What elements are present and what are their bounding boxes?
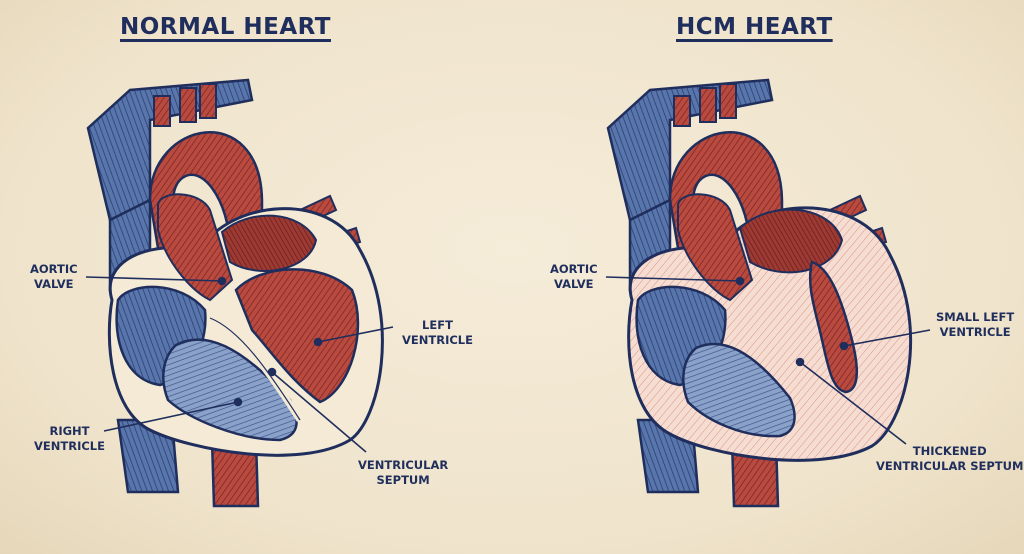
label-thickened-septum-hcm: THICKENED VENTRICULAR SEPTUM	[876, 444, 1023, 474]
hcm-right-ventricle	[682, 342, 796, 438]
label-right-ventricle-normal: RIGHT VENTRICLE	[34, 424, 105, 454]
label-line: AORTIC	[30, 262, 78, 276]
label-small-left-ventricle-hcm: SMALL LEFT VENTRICLE	[936, 310, 1014, 340]
label-line: VENTRICULAR SEPTUM	[876, 459, 1024, 473]
normal-leader-lines	[85, 276, 394, 453]
normal-heart-title: NORMAL HEART	[120, 14, 331, 40]
label-line: VALVE	[554, 277, 594, 291]
hcm-heart-title: HCM HEART	[676, 14, 833, 40]
label-aortic-valve-normal: AORTIC VALVE	[30, 262, 78, 292]
label-line: AORTIC	[550, 262, 598, 276]
label-line: SMALL LEFT	[936, 310, 1015, 324]
label-line: VENTRICLE	[402, 333, 473, 347]
hcm-leader-lines	[605, 276, 931, 445]
label-left-ventricle-normal: LEFT VENTRICLE	[402, 318, 473, 348]
normal-left-atrium	[220, 214, 318, 272]
label-line: VALVE	[34, 277, 74, 291]
label-line: VENTRICLE	[34, 439, 105, 453]
label-line: SEPTUM	[376, 473, 430, 487]
hcm-heart	[605, 78, 931, 508]
label-line: VENTRICULAR	[358, 458, 449, 472]
label-line: THICKENED	[912, 444, 987, 458]
hcm-left-atrium	[738, 208, 844, 274]
label-line: LEFT	[422, 318, 453, 332]
normal-heart	[85, 78, 394, 508]
label-aortic-valve-hcm: AORTIC VALVE	[550, 262, 598, 292]
normal-left-ventricle	[234, 268, 360, 404]
label-line: RIGHT	[49, 424, 90, 438]
label-line: VENTRICLE	[939, 325, 1011, 339]
hcm-small-left-ventricle	[808, 260, 859, 394]
normal-right-ventricle	[162, 338, 298, 442]
label-ventricular-septum-normal: VENTRICULAR SEPTUM	[358, 458, 448, 488]
